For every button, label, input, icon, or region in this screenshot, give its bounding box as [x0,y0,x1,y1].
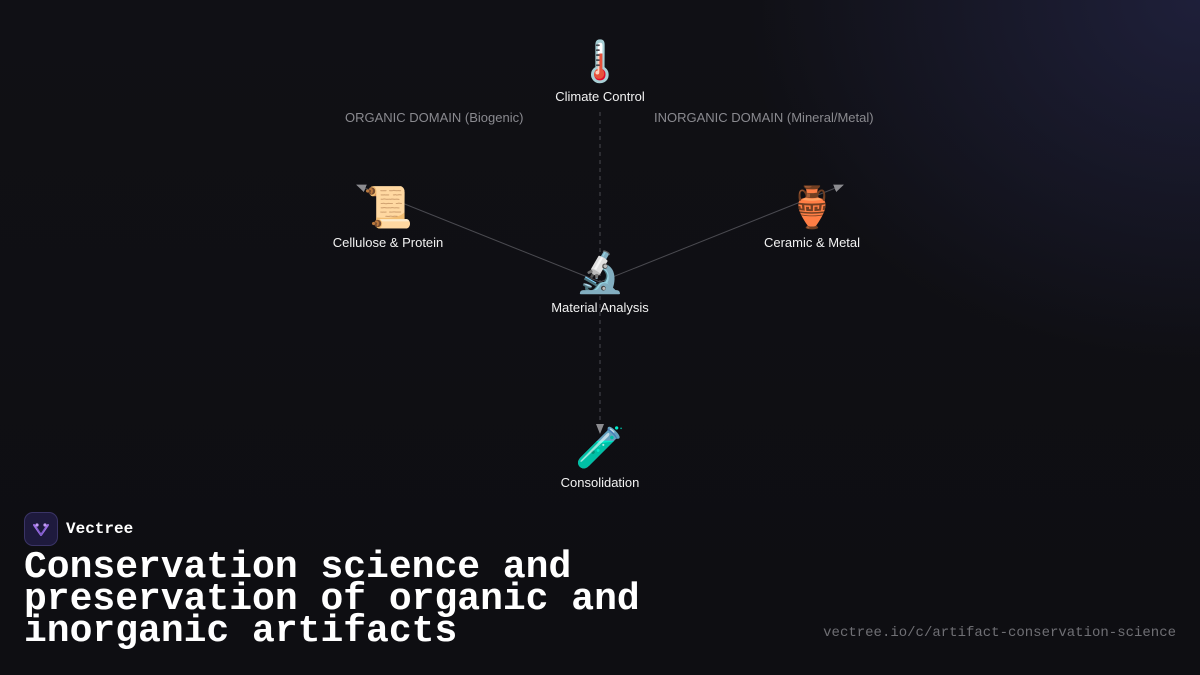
organic-domain-label: ORGANIC DOMAIN (Biogenic) [345,110,524,125]
brand[interactable]: Vectree [24,512,133,546]
edge-analysis-to-inorganic [599,184,844,283]
microscope-icon: 🔬 [575,250,625,296]
node-label: Consolidation [560,475,640,490]
node-ceramic-metal[interactable]: 🏺 Ceramic & Metal [722,184,902,251]
brand-name: Vectree [66,520,134,538]
page-title: Conservation science and preservation of… [24,546,640,653]
node-label: Climate Control [555,89,645,104]
edge-analysis-to-organic [356,184,601,283]
node-material-analysis[interactable]: 🔬 Material Analysis [510,249,690,316]
vectree-logo-icon [24,512,58,546]
thermometer-icon: 🌡️ [575,39,625,85]
test-tube-icon: 🧪 [575,425,625,471]
page-url[interactable]: vectree.io/c/artifact-conservation-scien… [823,625,1176,641]
node-label: Ceramic & Metal [763,235,861,250]
node-cellulose-protein[interactable]: 📜 Cellulose & Protein [298,184,478,251]
node-climate-control[interactable]: 🌡️ Climate Control [510,38,690,105]
scroll-icon: 📜 [363,185,413,231]
inorganic-domain-label: INORGANIC DOMAIN (Mineral/Metal) [654,110,874,125]
node-consolidation[interactable]: 🧪 Consolidation [510,424,690,491]
node-label: Cellulose & Protein [332,235,444,250]
node-label: Material Analysis [551,300,649,315]
amphora-icon: 🏺 [787,185,837,231]
